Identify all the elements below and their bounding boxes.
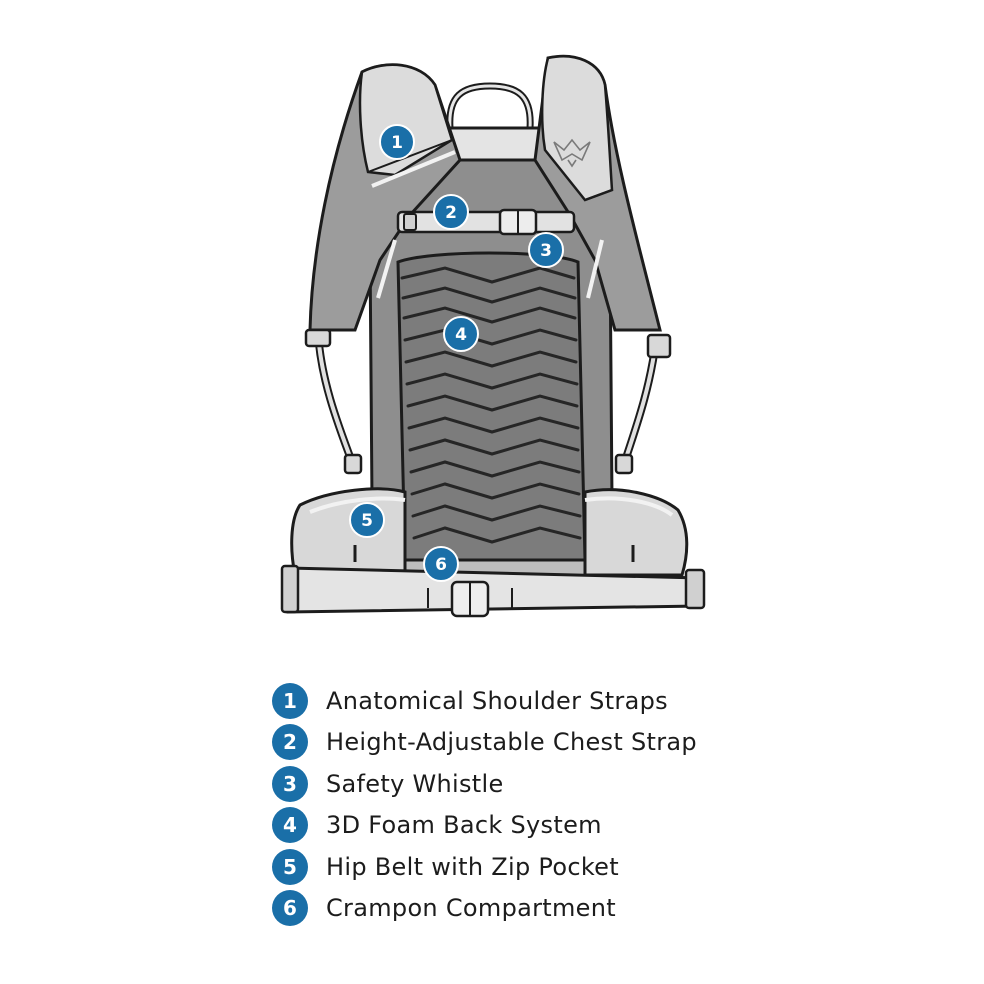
marker-5: 5 (349, 502, 385, 538)
right-load-lifter (614, 333, 672, 475)
backpack-back-view-illustration: 1 2 3 4 5 6 (280, 54, 706, 618)
legend-item: 1 Anatomical Shoulder Straps (272, 680, 832, 722)
legend-label: Crampon Compartment (326, 894, 616, 923)
number-badge: 3 (272, 765, 308, 802)
number-badge: 6 (272, 890, 308, 927)
foam-ridges (400, 266, 582, 544)
chest-strap (396, 208, 576, 236)
number-badge: 5 (272, 848, 308, 885)
legend-label: Safety Whistle (326, 769, 504, 798)
marker-2: 2 (433, 194, 469, 230)
svg-text:4: 4 (455, 325, 467, 345)
marker-3: 3 (528, 232, 564, 268)
svg-text:2: 2 (445, 203, 457, 223)
right-shoulder-strap (533, 54, 662, 332)
legend-label: Height-Adjustable Chest Strap (326, 728, 697, 757)
legend-item: 6 Crampon Compartment (272, 888, 832, 930)
left-load-lifter (304, 328, 363, 475)
legend-label: Hip Belt with Zip Pocket (326, 852, 619, 881)
legend-label: Anatomical Shoulder Straps (326, 686, 668, 715)
number-badge: 2 (272, 724, 308, 761)
legend-item: 4 3D Foam Back System (272, 805, 832, 847)
svg-text:1: 1 (391, 133, 403, 153)
legend-item: 2 Height-Adjustable Chest Strap (272, 722, 832, 764)
legend-item: 5 Hip Belt with Zip Pocket (272, 846, 832, 888)
marker-6: 6 (423, 546, 459, 582)
legend-item: 3 Safety Whistle (272, 763, 832, 805)
back-foam-panel (396, 251, 587, 562)
brand-logo-icon (553, 138, 591, 168)
svg-text:6: 6 (435, 555, 447, 575)
marker-1: 1 (379, 124, 415, 160)
svg-text:3: 3 (540, 241, 552, 261)
number-badge: 4 (272, 807, 308, 844)
number-badge: 1 (272, 682, 308, 719)
marker-4: 4 (443, 316, 479, 352)
feature-legend: 1 Anatomical Shoulder Straps 2 Height-Ad… (272, 680, 832, 929)
svg-text:5: 5 (361, 511, 373, 531)
legend-label: 3D Foam Back System (326, 811, 602, 840)
